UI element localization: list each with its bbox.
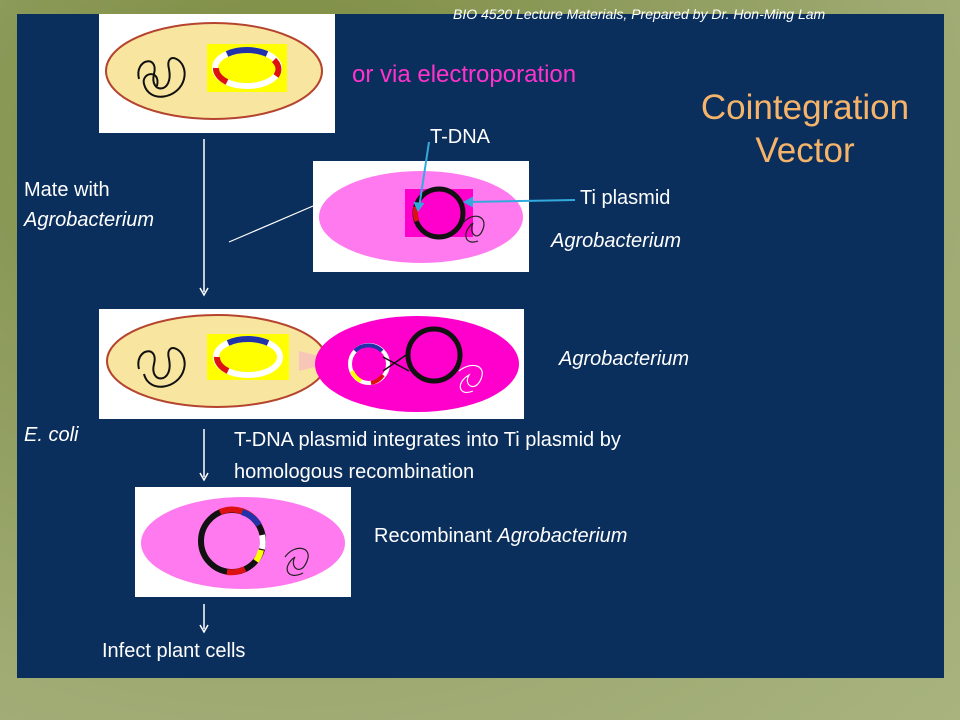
cointegrate-blue xyxy=(240,509,262,527)
title-line-2: Vector xyxy=(755,131,855,170)
slide-title: Cointegration Vector xyxy=(675,86,935,172)
plasmid-red-mating xyxy=(214,356,230,374)
agro-chromosome xyxy=(462,215,485,243)
tdna-label: T-DNA xyxy=(430,126,490,148)
tdna-yellow xyxy=(350,370,363,383)
agro-chromosome-mating xyxy=(458,364,483,393)
ecoli-cell-top-svg xyxy=(105,22,323,120)
agro-cell-svg xyxy=(319,171,523,263)
ecoli-panel-top xyxy=(99,14,335,133)
recombinant-svg xyxy=(141,497,345,589)
title-line-1: Cointegration xyxy=(700,88,910,127)
cointegrate-yellow xyxy=(253,549,264,563)
mate-connector xyxy=(228,205,314,243)
slide: BIO 4520 Lecture Materials, Prepared by … xyxy=(17,6,944,678)
chromosomal-dna xyxy=(137,57,186,98)
agro-cell-mating xyxy=(315,316,519,412)
ti-plasmid-mating xyxy=(405,326,463,384)
arrow-head-2 xyxy=(199,472,209,482)
recombinant-panel xyxy=(135,487,351,597)
ecoli-label: E. coli xyxy=(24,424,79,446)
recombinant-label: Recombinant Agrobacterium xyxy=(374,525,628,547)
agro-panel xyxy=(313,161,529,272)
agrobacterium-label-1: Agrobacterium xyxy=(551,230,682,252)
ti-pointer xyxy=(466,199,576,203)
plasmid-blue-mating xyxy=(226,336,270,346)
crossover xyxy=(382,352,410,372)
arrow-head-1 xyxy=(199,287,209,297)
tdna-pointer xyxy=(418,141,430,209)
ti-pointer-head xyxy=(462,196,474,208)
tdna-blue xyxy=(353,343,384,353)
agrobacterium-label-2: Agrobacterium xyxy=(559,348,690,370)
integrate-line-2: homologous recombination xyxy=(234,461,475,483)
header-text: BIO 4520 Lecture Materials, Prepared by … xyxy=(453,6,826,22)
mate-line-2: Agrobacterium xyxy=(24,209,155,231)
electroporation-label: or via electroporation xyxy=(352,61,577,88)
tdna-red xyxy=(370,373,385,385)
plasmid-red-segment-2 xyxy=(271,57,282,78)
mating-svg xyxy=(106,309,524,419)
infect-label: Infect plant cells xyxy=(102,640,246,662)
cointegrate-red-2 xyxy=(226,566,247,576)
mating-panel xyxy=(99,309,524,419)
connectors-svg xyxy=(199,139,576,634)
plasmid-blue-segment xyxy=(225,47,269,57)
plasmid-red-segment-1 xyxy=(213,67,229,85)
arrow-head-3 xyxy=(199,624,209,634)
ecoli-chromosome-mating xyxy=(137,347,186,388)
recombinant-chromosome xyxy=(284,547,309,576)
cointegrate-white xyxy=(259,534,266,550)
ti-plasmid-label: Ti plasmid xyxy=(580,187,671,209)
tdna-pointer-head xyxy=(413,201,425,212)
integrate-line-1: T-DNA plasmid integrates into Ti plasmid… xyxy=(234,429,621,451)
mate-line-1: Mate with xyxy=(24,179,110,201)
